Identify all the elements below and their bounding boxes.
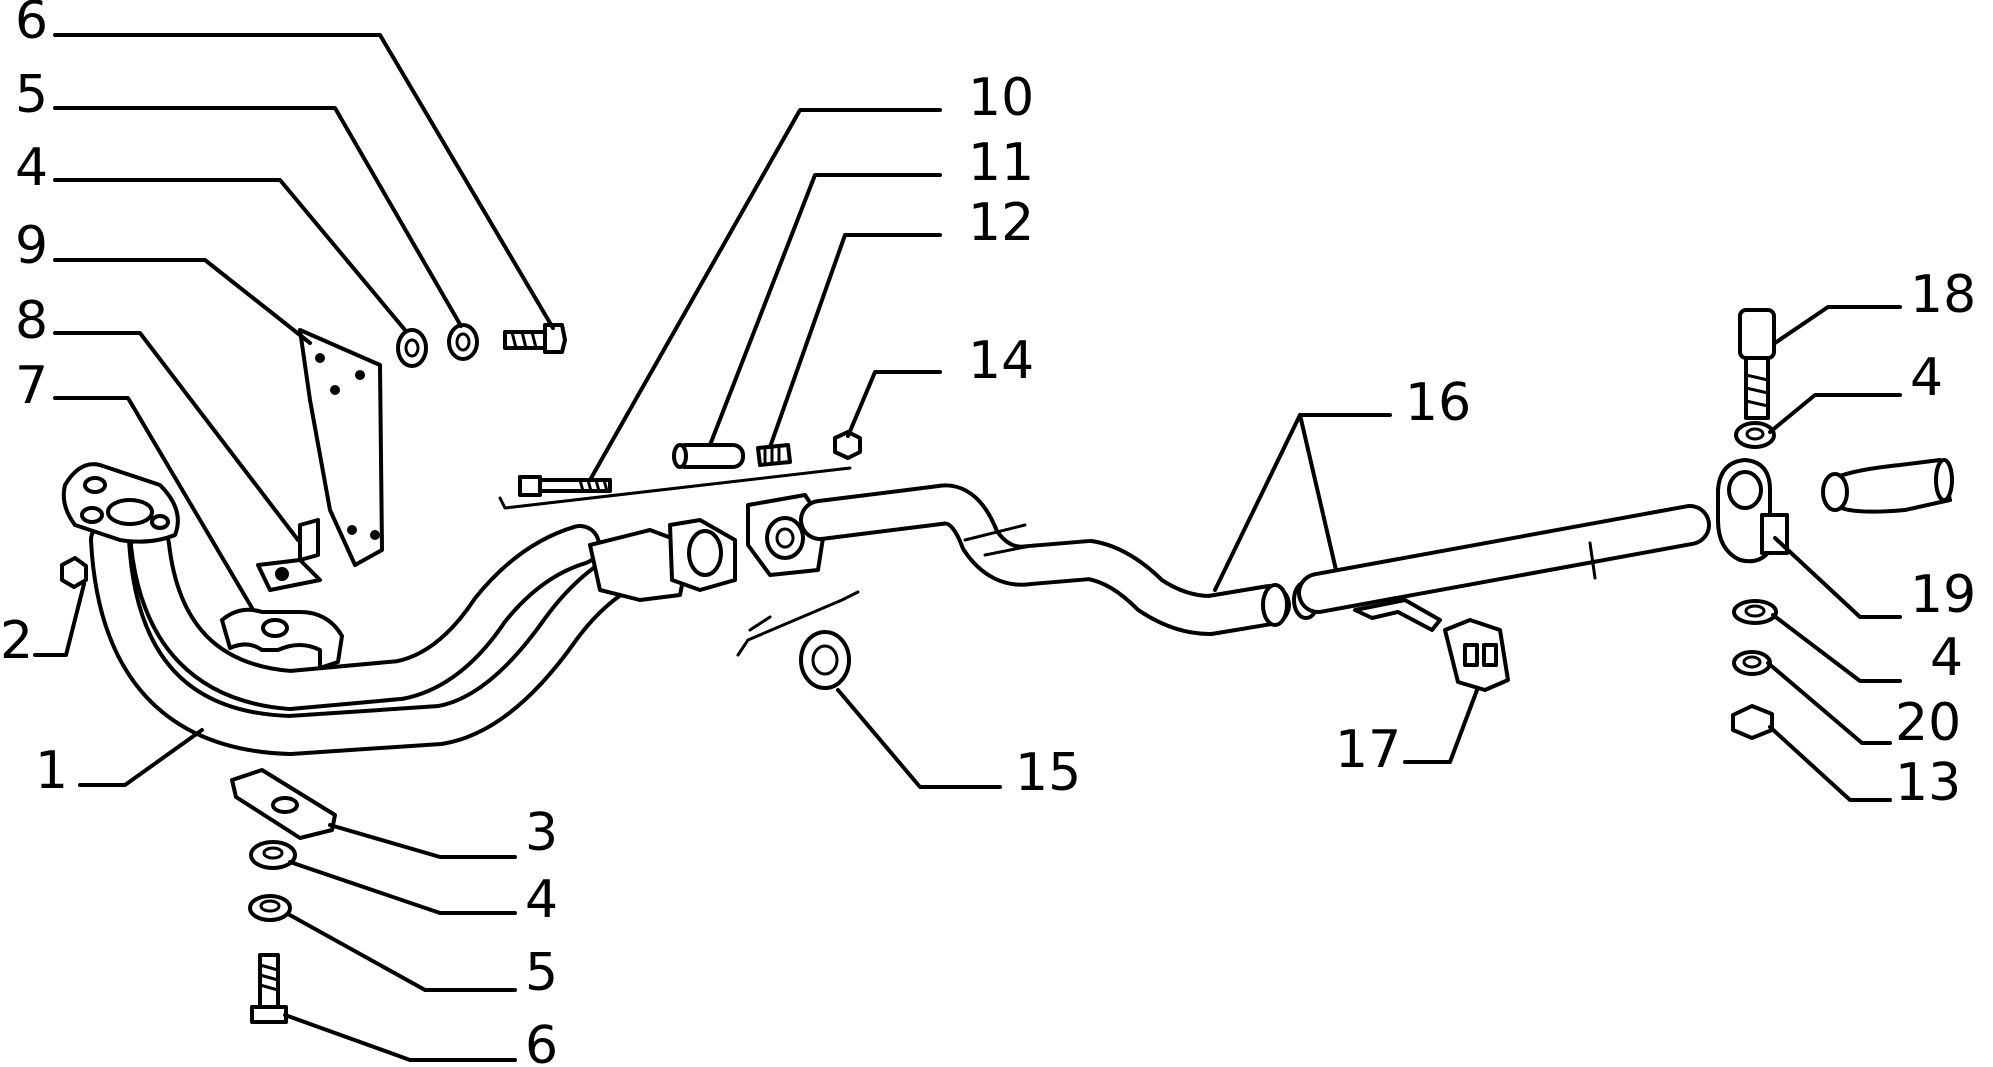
callout-4-right-upper: 4 [1910, 348, 1943, 408]
callout-4-right-lower: 4 [1930, 628, 1963, 688]
nut-part-13 [1731, 704, 1774, 740]
rubber-hanger-part-17 [1443, 618, 1510, 692]
callout-4-top: 4 [15, 138, 48, 198]
callout-9: 9 [15, 216, 48, 276]
guide-line-upper [498, 466, 852, 510]
washer-part-4-lower-left [249, 840, 297, 870]
callout-18: 18 [1910, 265, 1976, 325]
callout-10: 10 [968, 68, 1034, 128]
callout-5-top: 5 [15, 65, 48, 125]
guide-line-lower-2 [748, 615, 772, 632]
callout-4-bottom: 4 [525, 870, 558, 930]
nut-part-2 [60, 556, 88, 589]
front-exhaust-pipe [89, 518, 737, 756]
callout-11: 11 [968, 133, 1034, 193]
callout-6-bottom: 6 [525, 1016, 558, 1067]
washer-part-4-lower-right [1732, 599, 1778, 625]
callout-20: 20 [1895, 693, 1961, 753]
tail-pipe-part-16 [1292, 504, 1711, 632]
callout-7: 7 [15, 356, 48, 416]
bolt-part-10 [518, 475, 612, 497]
callout-5-bottom: 5 [525, 943, 558, 1003]
clamp-part-19 [1716, 458, 1789, 564]
washer-part-4-upper-left [396, 328, 428, 368]
callout-16: 16 [1405, 373, 1471, 433]
clamp-lower-part-3 [230, 768, 337, 840]
gasket-part-15 [799, 630, 851, 690]
callout-14: 14 [968, 331, 1034, 391]
callout-17: 17 [1335, 720, 1401, 780]
callout-3: 3 [525, 803, 558, 863]
callout-15: 15 [1015, 743, 1081, 803]
callout-8: 8 [15, 291, 48, 351]
bolt-part-18 [1738, 308, 1776, 420]
spring-washer-part-20 [1732, 650, 1772, 676]
intermediate-pipe [799, 483, 1291, 636]
leader-lines [33, 33, 1902, 1062]
callout-2: 2 [0, 611, 33, 671]
bracket-part-9 [298, 328, 384, 567]
guide-line-lower [736, 590, 860, 657]
callout-13: 13 [1895, 753, 1961, 813]
bolt-part-6-lower-left [250, 953, 288, 1024]
manifold-flange [61, 462, 180, 544]
bolt-part-6-upper-left [503, 323, 567, 354]
spring-washer-part-5-lower-left [248, 894, 292, 922]
callout-12: 12 [968, 193, 1034, 253]
callout-1: 1 [35, 741, 68, 801]
callout-6-top: 6 [15, 0, 48, 51]
spacer-part-11 [672, 443, 745, 469]
bracket-part-8 [256, 518, 322, 592]
pipe-end-right [1821, 458, 1954, 514]
washer-part-4-upper-right [1734, 421, 1776, 449]
spring-part-12 [756, 443, 792, 467]
clamp-upper-part-7 [220, 607, 344, 670]
spring-washer-part-5-upper-left [447, 323, 479, 361]
callout-19: 19 [1910, 565, 1976, 625]
